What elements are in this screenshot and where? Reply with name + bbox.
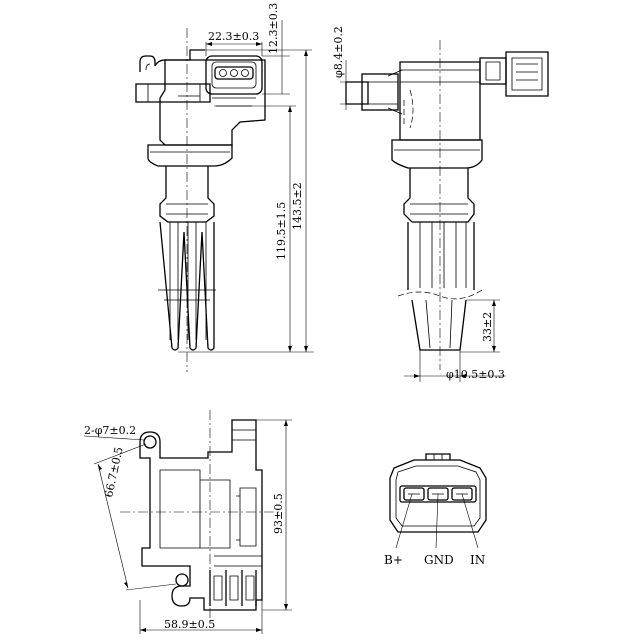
dim-body-length: 119.5±1.5 — [275, 202, 288, 260]
dim-boot-length: 33±2 — [481, 312, 494, 342]
dim-overall-length: 143.5±2 — [291, 182, 304, 230]
plan-view — [83, 410, 292, 634]
dim-mount-holes: 2-φ7±0.2 — [84, 424, 136, 437]
dim-connector-width: 22.3±0.3 — [208, 30, 259, 43]
connector-pinout — [389, 453, 487, 549]
dim-base-width: 58.9±0.5 — [164, 618, 215, 631]
dim-connector-height: 12.3±0.3 — [267, 3, 280, 54]
pin-label-in: IN — [470, 553, 485, 567]
pin-label-b-plus: B+ — [384, 553, 403, 567]
dim-base-height: 93±0.5 — [272, 493, 285, 534]
dim-tip-diameter: φ10.5±0.3 — [446, 368, 505, 381]
dim-hole-spacing: 66.7±0.5 — [102, 446, 125, 499]
dim-small-diameter: φ8.4±0.2 — [332, 26, 345, 78]
pin-label-gnd: GND — [424, 553, 454, 567]
side-view — [340, 40, 549, 382]
front-view — [135, 20, 314, 372]
